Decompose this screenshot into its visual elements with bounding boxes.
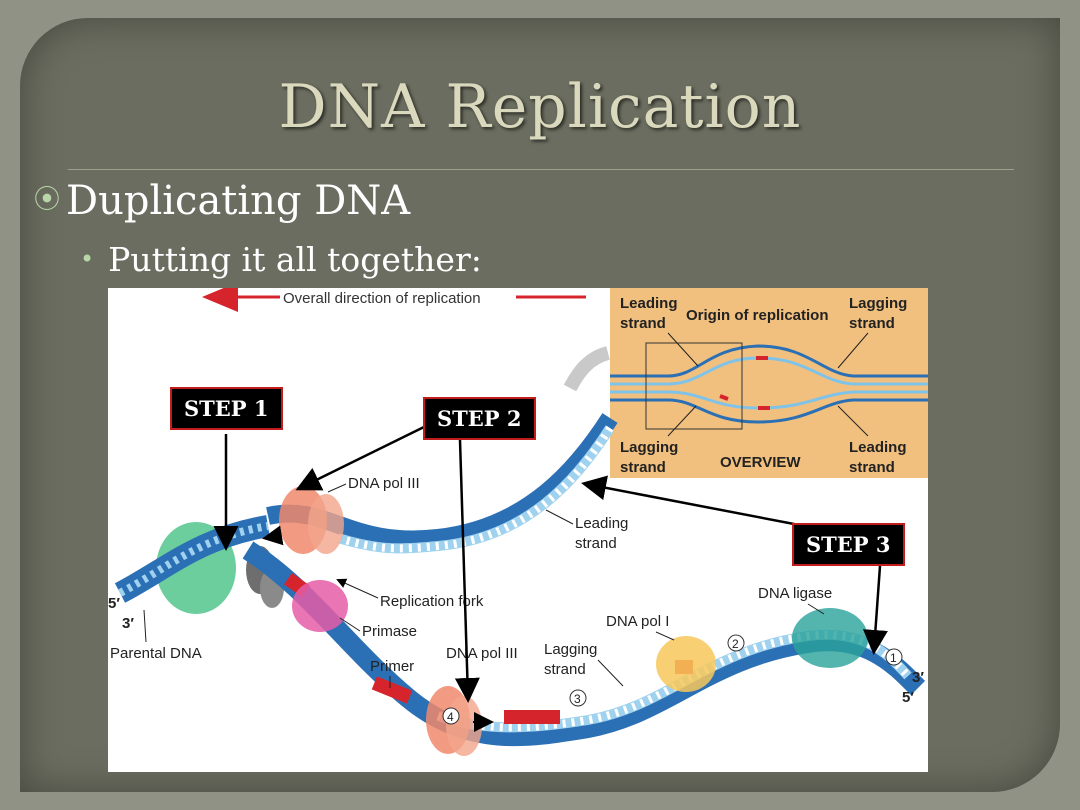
dna-ligase-label: DNA ligase [758, 585, 832, 602]
overview-leading-left-1: Leading [620, 295, 678, 312]
primer-segment-2 [504, 710, 560, 724]
lagging-strand-label-2: strand [544, 661, 586, 678]
overview-pointer-2 [837, 332, 869, 369]
step-circle-4 [442, 707, 460, 725]
step-circle-1 [885, 648, 903, 666]
step3-arrow-top [581, 475, 795, 526]
five-prime-left: 5′ [108, 595, 120, 612]
primer-label: Primer [370, 658, 414, 675]
replication-fork-label: Replication fork [380, 593, 484, 610]
step1-label: STEP 1 [170, 387, 283, 430]
dna-replication-figure: Overall direction of replication Leading… [108, 282, 928, 772]
step-number-3: 3 [574, 692, 581, 706]
dna-pol-i-pointer [655, 631, 675, 641]
dna-ligase-shape [792, 608, 868, 668]
lagging-strand-label-1: Lagging [544, 641, 597, 658]
step3-arrow-bottom [862, 565, 888, 655]
three-prime-left: 3′ [122, 615, 134, 632]
overview-origin-label: Origin of replication [686, 307, 829, 324]
direction-label: Overall direction of replication [283, 290, 481, 307]
lagging-strand-pointer [597, 659, 624, 687]
overview-leading-right-2: strand [849, 459, 895, 476]
overview-strand-bottom-outer [610, 398, 928, 424]
replication-diagram: Overall direction of replication Leading… [108, 282, 928, 756]
overview-primer-3 [719, 394, 729, 401]
overview-lagging-left-1: Lagging [620, 439, 678, 456]
leading-direction-arrow [262, 525, 284, 546]
bullet-level-2-text: Putting it all together: [108, 240, 482, 279]
dna-pol-iii-top-label: DNA pol III [348, 475, 420, 492]
primer-segment-1 [371, 676, 413, 704]
step-number-4: 4 [447, 710, 454, 724]
overview-pointer-4 [837, 405, 869, 437]
leading-strand-label-1: Leading [575, 515, 628, 532]
leading-strand-pointer [545, 509, 574, 525]
circle-bullet-icon: ⦿ [34, 185, 61, 215]
dna-pol-iii-top-pointer [327, 483, 347, 493]
parental-dna-rungs [118, 522, 269, 597]
step2-label: STEP 2 [423, 397, 536, 440]
step-number-2: 2 [732, 637, 739, 651]
primase-label: Primase [362, 623, 417, 640]
overview-pointer-1 [667, 332, 699, 367]
leading-strand-label-2: strand [575, 535, 617, 552]
step-number-1: 1 [890, 651, 897, 665]
step2-arrow-top [295, 424, 427, 491]
five-prime-right: 5′ [902, 689, 914, 706]
overview-leading-right-1: Leading [849, 439, 907, 456]
slide-title: DNA Replication [278, 72, 802, 142]
dna-pol-iii-top-shape-2 [308, 494, 344, 554]
dna-ligase-pointer [807, 603, 825, 615]
replication-fork-pointer [336, 578, 379, 599]
overview-leading-left-2: strand [620, 315, 666, 332]
dna-pol-iii-bottom-shape-2 [446, 696, 482, 756]
overview-lagging-left-2: strand [620, 459, 666, 476]
bullet-level-2: • Putting it all together: [80, 240, 482, 279]
primase-pointer [339, 617, 361, 632]
dna-pol-iii-bottom-label: DNA pol III [446, 645, 518, 662]
step3-label: STEP 3 [792, 523, 905, 566]
bullet-level-1: ⦿Duplicating DNA [34, 178, 410, 224]
overview-pointer-3 [667, 405, 697, 437]
three-prime-right: 3′ [912, 669, 924, 686]
overview-lagging-right-2: strand [849, 315, 895, 332]
zoom-pointer-arrow [563, 346, 611, 392]
overview-lagging-right-1: Lagging [849, 295, 907, 312]
step2-arrow-bottom [454, 439, 480, 703]
step-circle-3 [569, 689, 587, 707]
parental-dna-label: Parental DNA [110, 645, 202, 662]
step-circle-2 [727, 634, 745, 652]
overview-zoom-box [645, 342, 743, 430]
dot-bullet-icon: • [80, 245, 95, 273]
dna-pol-i-label: DNA pol I [606, 613, 669, 630]
title-divider [68, 169, 1014, 170]
dna-pol-i-shape [656, 636, 716, 692]
primase-shape [292, 580, 348, 632]
parental-dna-pointer [143, 609, 147, 643]
overview-title: OVERVIEW [720, 454, 801, 471]
bullet-level-1-text: Duplicating DNA [66, 178, 411, 224]
overview-strand-top-outer [610, 344, 928, 378]
